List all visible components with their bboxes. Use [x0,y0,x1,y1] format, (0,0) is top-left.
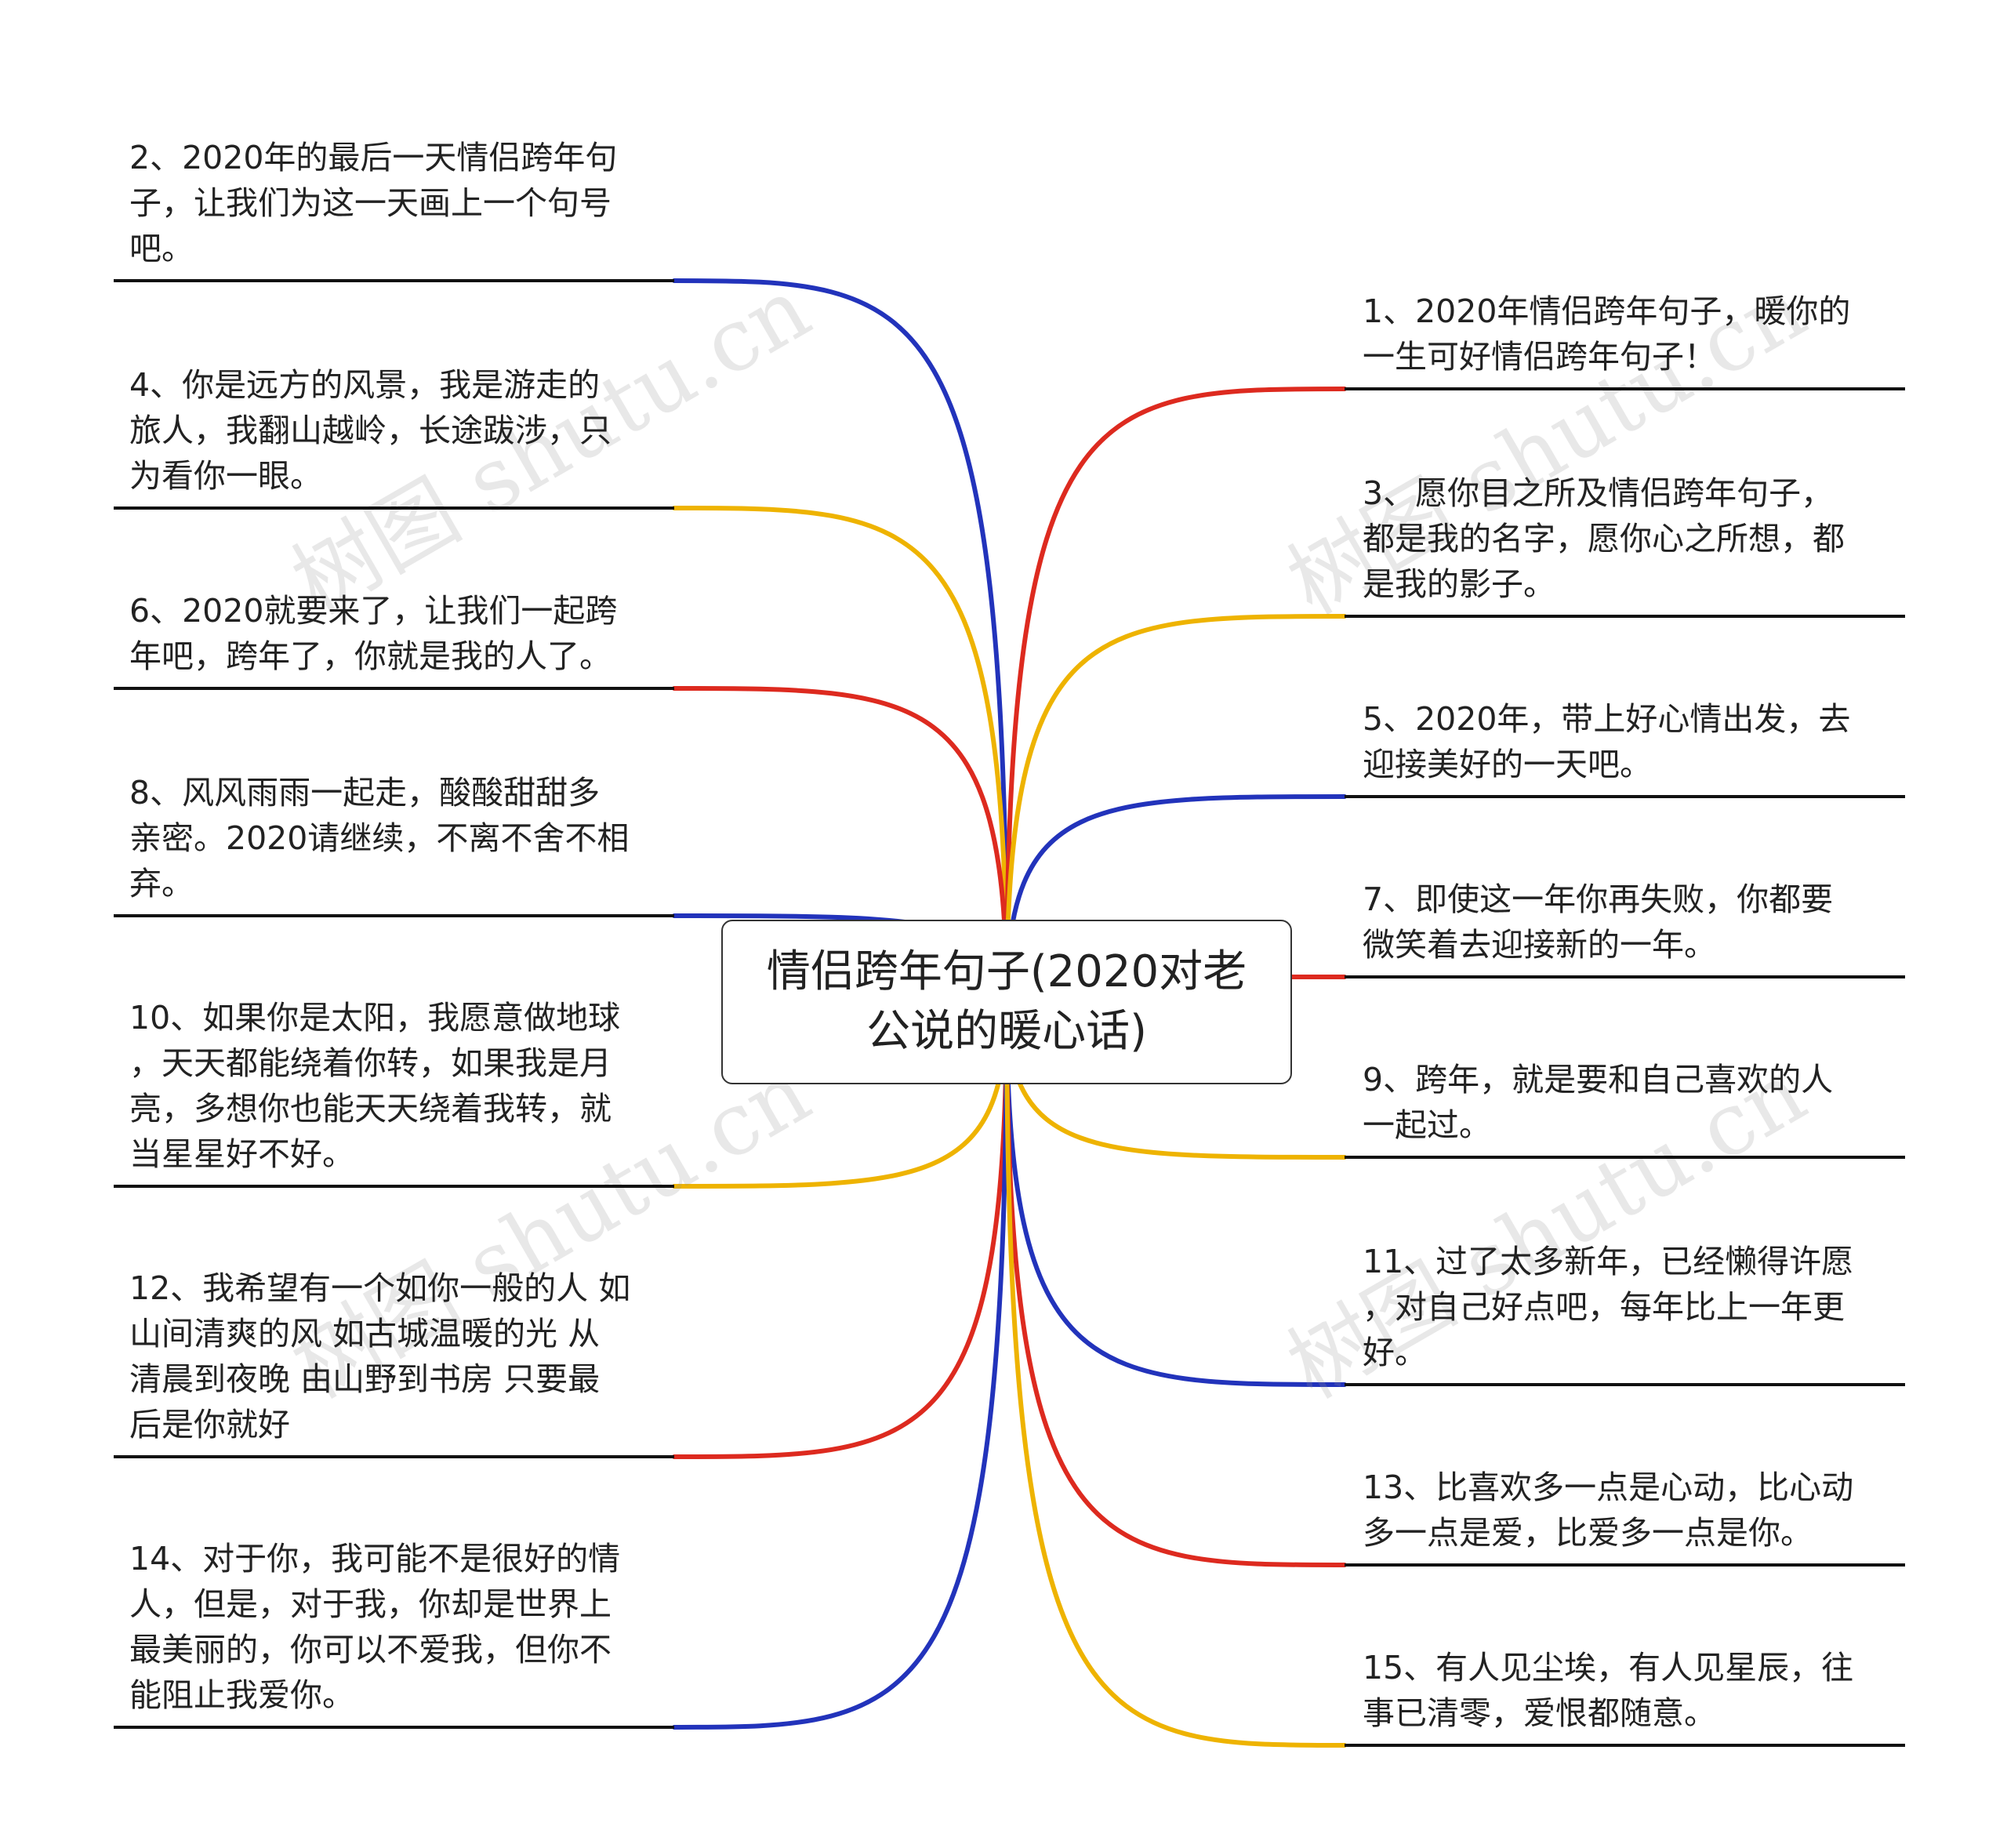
right-branch-underline [1345,615,1905,618]
left-branch-underline [114,687,674,690]
right-connector [1004,1000,1347,1387]
left-branch-underline [114,914,674,917]
left-branch-underline [114,279,674,282]
left-connector [672,1000,1009,1730]
right-branch-text[interactable]: 11、过了太多新年，已经懒得许愿 ，对自己好点吧，每年比上一年更 好。 [1363,1243,1854,1371]
right-connector [1004,614,1347,1004]
right-connector [1004,1000,1347,1567]
right-connector [1004,387,1347,1004]
left-branch-text[interactable]: 4、你是远方的风景，我是游走的 旅人，我翻山越岭，长途跋涉，只 为看你一眼。 [129,366,612,495]
right-connector [1004,1000,1347,1748]
central-topic[interactable]: 情侣跨年句子(2020对老 公说的暖心话) [721,920,1292,1084]
right-branch-text[interactable]: 13、比喜欢多一点是心动，比心动 多一点是爱，比爱多一点是你。 [1363,1469,1854,1552]
left-connector [672,686,1009,1004]
right-branch-underline [1345,1156,1905,1159]
right-branch-underline [1345,1383,1905,1386]
right-branch-text[interactable]: 15、有人见尘埃，有人见星辰，往 事已清零，爱恨都随意。 [1363,1649,1854,1732]
left-branch-text[interactable]: 14、对于你，我可能不是很好的情 人，但是，对于我，你却是世界上 最美丽的，你可… [129,1540,621,1714]
left-branch-text[interactable]: 2、2020年的最后一天情侣跨年句 子，让我们为这一天画上一个句号 吧。 [129,139,618,267]
right-branch-underline [1345,975,1905,978]
left-branch-text[interactable]: 6、2020就要来了，让我们一起跨 年吧，跨年了，你就是我的人了。 [129,592,618,675]
right-branch-underline [1345,795,1905,798]
left-branch-underline [114,1726,674,1729]
central-topic-title: 情侣跨年句子(2020对老 公说的暖心话) [766,946,1247,1057]
right-branch-text[interactable]: 7、即使这一年你再失败，你都要 微笑着去迎接新的一年。 [1363,880,1834,964]
left-branch-underline [114,506,674,510]
left-branch-underline [114,1185,674,1188]
left-branch-text[interactable]: 12、我希望有一个如你一般的人 如 山间清爽的风 如古城温暖的光 从 清晨到夜晚… [129,1269,631,1443]
left-connector [672,1000,1009,1459]
left-connector [672,278,1009,1004]
right-branch-text[interactable]: 3、愿你目之所及情侣跨年句子， 都是我的名字，愿你心之所想，都 是我的影子。 [1363,474,1845,603]
left-connector [672,506,1009,1004]
right-branch-text[interactable]: 5、2020年，带上好心情出发，去 迎接美好的一天吧。 [1363,700,1851,783]
right-branch-text[interactable]: 1、2020年情侣跨年句子，暖你的 一生可好情侣跨年句子！ [1363,292,1851,376]
right-branch-underline [1345,387,1905,390]
left-branch-text[interactable]: 10、如果你是太阳，我愿意做地球 ，天天都能绕着你转，如果我是月 亮，多想你也能… [129,999,621,1173]
right-branch-underline [1345,1563,1905,1567]
left-branch-text[interactable]: 8、风风雨雨一起走，酸酸甜甜多 亲密。2020请继续，不离不舍不相 弃。 [129,774,630,902]
left-branch-underline [114,1455,674,1458]
right-branch-text[interactable]: 9、跨年，就是要和自己喜欢的人 一起过。 [1363,1061,1834,1144]
right-branch-underline [1345,1744,1905,1747]
